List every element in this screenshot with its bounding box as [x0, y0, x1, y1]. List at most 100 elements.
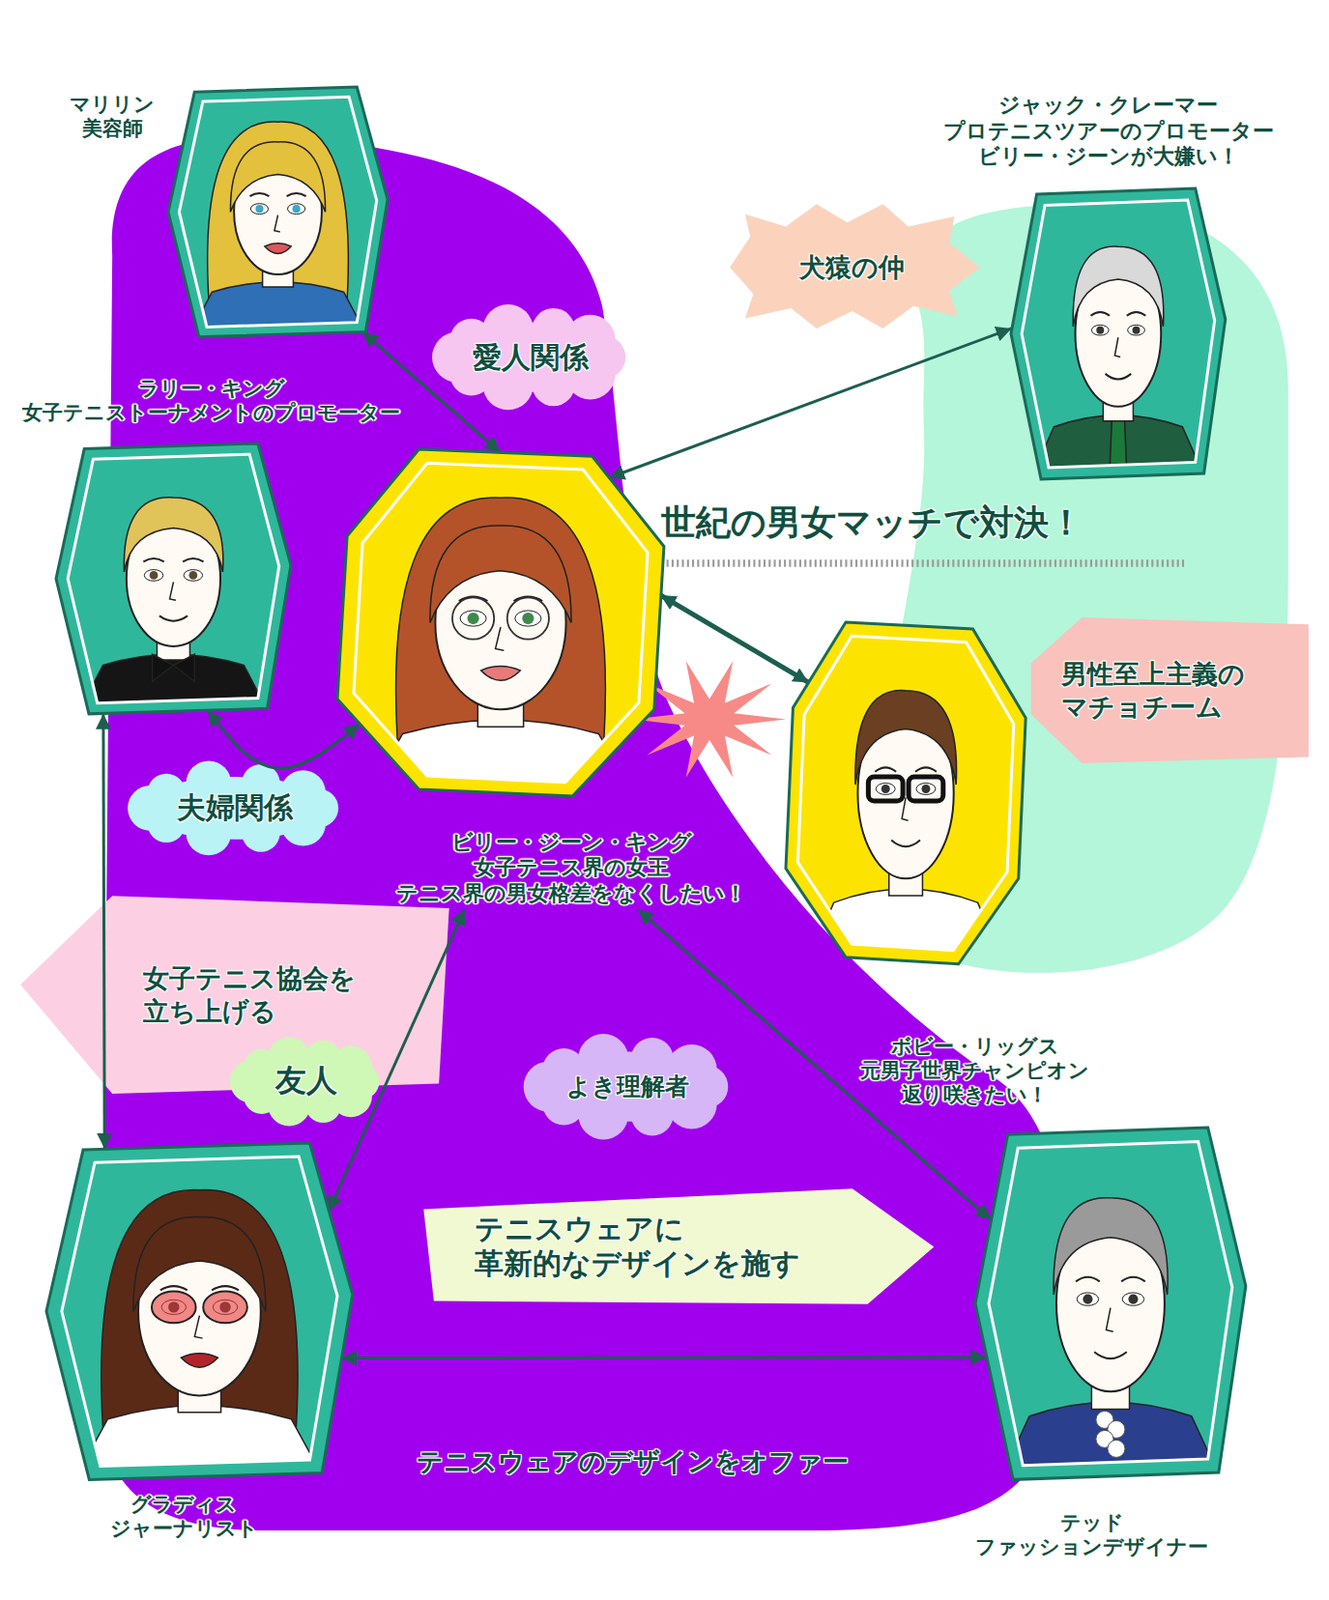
text-line: 立ち上げる: [143, 995, 356, 1029]
eye: [1122, 1293, 1144, 1306]
portrait-frame: [337, 449, 665, 797]
lips: [180, 1354, 218, 1368]
text-line: 革新的なデザインを施す: [474, 1247, 801, 1284]
nose: [194, 1315, 203, 1339]
eye: [1091, 325, 1109, 337]
brow: [1075, 1277, 1100, 1283]
label-plate: [1031, 617, 1309, 764]
lips: [480, 665, 521, 681]
hair: [855, 691, 957, 785]
clothes: [1027, 415, 1208, 486]
text-line: 夫婦関係: [176, 790, 293, 827]
text-line: マチョチーム: [1061, 691, 1245, 724]
pupil: [256, 204, 264, 213]
text-line: グラディス: [110, 1492, 259, 1517]
bow-tie: [152, 655, 196, 683]
character-portrait: グラディス ジャーナリスト: [46, 1143, 353, 1481]
text-line: 美容師: [69, 115, 155, 141]
portrait: [185, 121, 371, 343]
hair: [429, 525, 571, 624]
label-cloud: [432, 304, 626, 410]
glasses: [506, 597, 549, 639]
glasses: [868, 777, 904, 802]
character-portrait: マリリン 美容師: [168, 86, 388, 338]
relation-label: 世紀の男女マッチで対決！: [661, 500, 1084, 545]
pupil: [521, 612, 534, 625]
glasses: [908, 777, 944, 802]
eye: [251, 202, 269, 214]
glasses: [451, 597, 493, 639]
hair: [1072, 246, 1164, 327]
portrait: [805, 691, 1007, 972]
relation-label: 女子テニス協会を 立ち上げる: [143, 961, 356, 1029]
label-banner: [423, 1188, 934, 1304]
glasses: [202, 1291, 248, 1324]
text-line: ビリー・ジーン・キング: [396, 829, 747, 856]
character-portrait: ジャック・クレーマー プロテニスツアーのプロモーター ビリー・ジーンが大嫌い！: [1011, 188, 1226, 480]
frame-inner-line: [60, 1156, 337, 1468]
clothes: [70, 1406, 328, 1488]
frame-outline: [1011, 188, 1226, 480]
text-line: 返り咲きたい！: [860, 1082, 1090, 1107]
portrait-frame: [1011, 188, 1226, 480]
eye: [875, 783, 896, 796]
relation-arrow: [660, 595, 809, 683]
relation-label: 夫婦関係: [176, 790, 293, 827]
brow: [143, 558, 164, 562]
brow: [287, 193, 307, 197]
lips: [264, 242, 291, 254]
pupil: [1127, 1295, 1138, 1305]
frame-inner-line: [352, 462, 647, 782]
pupil: [1096, 326, 1104, 335]
eye: [144, 570, 163, 582]
character-caption: ジャック・クレーマー プロテニスツアーのプロモーター ビリー・ジーンが大嫌い！: [943, 91, 1274, 170]
frame-inner-line: [67, 455, 280, 704]
brow: [211, 1286, 239, 1291]
portrait-frame: [785, 622, 1026, 965]
character-portrait: ビリー・ジーン・キング 女子テニス界の女王 テニス界の男女格差をなくしたい！: [337, 449, 665, 797]
hair: [1053, 1198, 1168, 1296]
character-caption: グラディス ジャーナリスト: [110, 1492, 259, 1542]
portrait-frame: [168, 86, 388, 338]
brow: [1121, 1277, 1146, 1283]
portrait-frame: [46, 1143, 353, 1481]
nose: [494, 627, 504, 651]
relation-label: テニスウェアのデザインをオファー: [416, 1445, 849, 1479]
text-line: ボビー・リッグス: [860, 1034, 1090, 1059]
text-line: 友人: [275, 1063, 338, 1102]
eye: [183, 570, 203, 582]
text-line: 女子テニス界の女王: [396, 854, 747, 881]
eye: [1076, 1293, 1098, 1306]
text-line: 女子テニストーナメントのプロモーター: [22, 400, 401, 425]
pupil: [922, 784, 931, 794]
glasses: [151, 1291, 197, 1324]
nose: [274, 214, 281, 232]
note-label: 男性至上主義の マチョチーム: [1061, 658, 1245, 725]
label-banner: [20, 895, 450, 1095]
nose: [1114, 338, 1121, 358]
relation-label: 愛人関係: [472, 339, 589, 376]
label-cloud: [230, 1037, 380, 1127]
relation-arrow: [608, 328, 1012, 479]
relation-arrow: [207, 710, 360, 769]
pupil: [881, 784, 891, 794]
mouth: [1104, 374, 1131, 380]
hair: [132, 1216, 265, 1312]
text-line: 犬猿の仲: [799, 251, 905, 285]
clothes: [185, 282, 371, 343]
eye: [460, 610, 487, 627]
brow: [1126, 312, 1146, 317]
character-caption: ラリー・キング 女子テニストーナメントのプロモーター: [22, 375, 401, 426]
brow: [874, 768, 896, 773]
clothes: [805, 889, 1007, 972]
brow: [250, 193, 270, 197]
mouth: [891, 840, 921, 848]
portrait: [1027, 246, 1208, 486]
portrait: [996, 1198, 1224, 1488]
portrait: [363, 497, 638, 804]
text-line: マリリン: [69, 91, 155, 116]
character-caption: ビリー・ジーン・キング 女子テニス界の女王 テニス界の男女格差をなくしたい！: [396, 829, 747, 907]
purple-region: [102, 137, 1069, 1532]
eye: [288, 202, 306, 214]
